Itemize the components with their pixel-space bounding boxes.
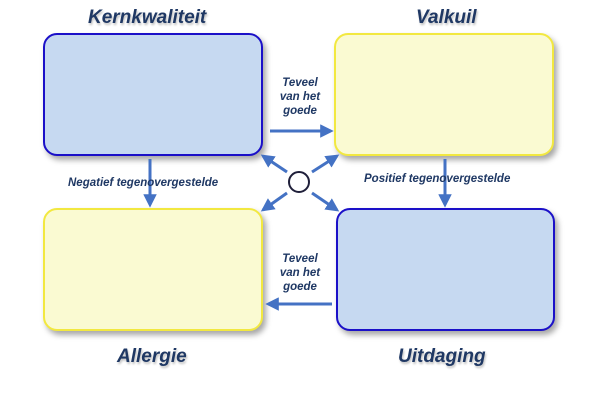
- center-circle: [288, 171, 310, 193]
- title-kernkwaliteit: Kernkwaliteit: [88, 7, 207, 28]
- box-allergie: [43, 208, 263, 331]
- label-top-line-2: van het: [279, 91, 321, 103]
- label-bottom-line-3: goede: [283, 281, 317, 293]
- label-bottom-arrow: Teveel van het goede: [271, 252, 329, 294]
- label-top-arrow: Teveel van het goede: [271, 76, 329, 118]
- label-negatief-tegenovergestelde: Negatief tegenovergestelde: [68, 177, 219, 189]
- box-kernkwaliteit: [43, 33, 263, 156]
- label-bottom-line-2: van het: [279, 267, 321, 279]
- title-allergie: Allergie: [117, 346, 187, 367]
- title-valkuil: Valkuil: [416, 7, 477, 28]
- title-uitdaging: Uitdaging: [398, 346, 486, 367]
- arrow-diag-top-left: [260, 154, 288, 174]
- arrow-diag-bottom-right: [311, 191, 340, 212]
- label-positief-tegenovergestelde: Positief tegenovergestelde: [364, 173, 511, 185]
- arrow-diag-top-right: [311, 154, 340, 174]
- label-top-line-1: Teveel: [282, 77, 318, 89]
- label-bottom-line-1: Teveel: [282, 253, 318, 265]
- label-top-line-3: goede: [283, 105, 317, 117]
- box-valkuil: [334, 33, 554, 156]
- box-uitdaging: [336, 208, 555, 331]
- arrow-diag-bottom-left: [260, 191, 288, 212]
